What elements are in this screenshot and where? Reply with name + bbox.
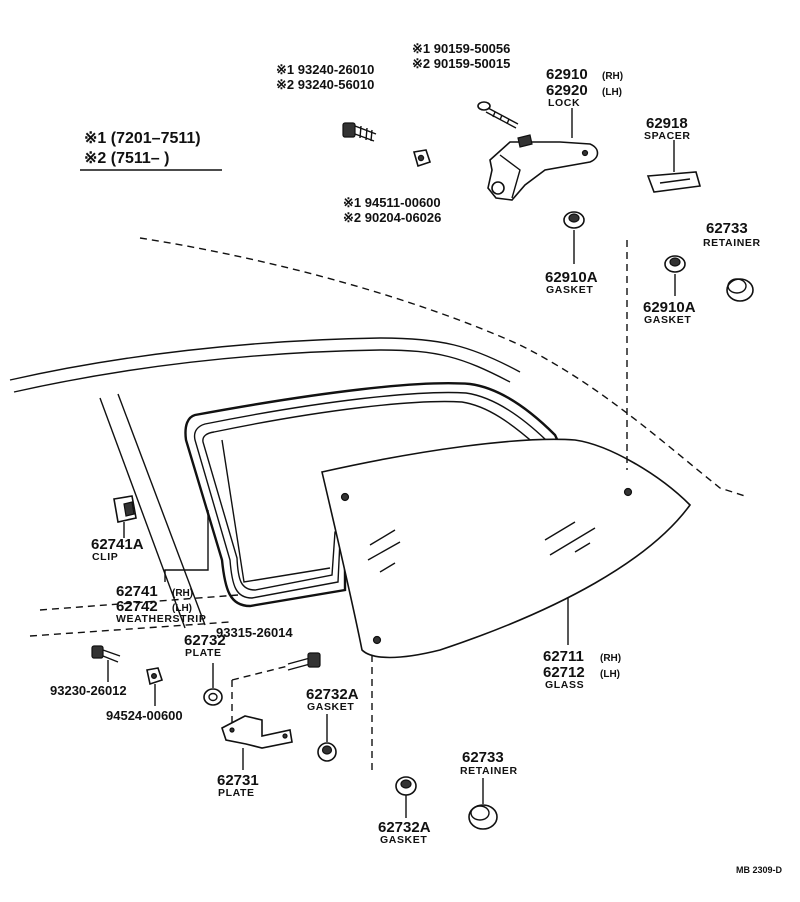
screw-93315 (287, 652, 321, 671)
label-weather-lh-suffix: (LH) (172, 603, 192, 614)
label-ref-code: MB 2309-D (736, 865, 783, 875)
nut-94524 (146, 667, 164, 686)
label-clip-caption: CLIP (92, 551, 118, 563)
bolt-93240 (342, 122, 377, 142)
label-weather-caption: WEATHERSTRIP (116, 613, 206, 625)
leader-lines (107, 108, 676, 818)
plate-62732 (203, 688, 223, 706)
label-gasket-bottom-pn: 62732A (378, 819, 431, 836)
label-retainer-bottom-pn: 62733 (462, 749, 504, 766)
label-bolt-a-1: ※1 93240-26010 (276, 62, 374, 77)
label-glass-lh-suffix: (LH) (600, 669, 620, 680)
retainer-top (726, 278, 754, 302)
clip (113, 495, 137, 523)
label-plate-bottom-pn: 62731 (217, 772, 259, 789)
label-nut-c-1: ※1 94511-00600 (343, 195, 441, 210)
label-plate-top-pn: 62732 (184, 632, 226, 649)
label-retainer-top-pn: 62733 (706, 220, 748, 237)
gasket-bottom (395, 776, 417, 796)
label-screw-f: 93315-26014 (216, 625, 293, 640)
label-gasket-mid-caption: GASKET (307, 701, 354, 713)
label-lock-rh: 62910 (546, 66, 588, 83)
lower-axis-line (231, 665, 289, 726)
body-outline (9, 237, 746, 637)
label-lock-lh-suffix: (LH) (602, 87, 622, 98)
label-bolt-a-2: ※2 93240-56010 (276, 77, 374, 92)
label-nut-c-2: ※2 90204-06026 (343, 210, 441, 225)
label-screw-b-2: ※2 90159-50015 (412, 56, 510, 71)
weatherstrip-frame (184, 382, 564, 608)
label-lock-rh-suffix: (RH) (602, 71, 623, 82)
label-glass-caption: GLASS (545, 679, 584, 691)
label-nut-e: 94524-00600 (106, 708, 183, 723)
label-retainer-top-caption: RETAINER (703, 237, 761, 249)
label-weather-lh: 62742 (116, 598, 158, 615)
label-weather-rh: 62741 (116, 583, 158, 600)
label-spacer-pn: 62918 (646, 115, 688, 132)
label-glass-rh-suffix: (RH) (600, 653, 621, 664)
screw-90159 (477, 101, 519, 129)
label-plate-bottom-caption: PLATE (218, 787, 255, 799)
label-bolt-d: 93230-26012 (50, 683, 127, 698)
gasket-top-b (664, 255, 686, 273)
label-gasket-top-a-pn: 62910A (545, 269, 598, 286)
label-gasket-mid-pn: 62732A (306, 686, 359, 703)
bolt-93230 (91, 645, 121, 663)
quarter-glass (321, 438, 692, 659)
label-gasket-top-b-caption: GASKET (644, 314, 691, 326)
label-glass-lh: 62712 (543, 664, 585, 681)
label-clip-pn: 62741A (91, 536, 144, 553)
label-plate-top-caption: PLATE (185, 647, 222, 659)
label-gasket-top-b-pn: 62910A (643, 299, 696, 316)
plate-62731 (221, 715, 293, 749)
label-lock-lh: 62920 (546, 82, 588, 99)
label-spacer-caption: SPACER (644, 130, 691, 142)
spacer (646, 171, 702, 193)
label-lock-caption: LOCK (548, 97, 580, 109)
lock-assembly (487, 134, 599, 201)
label-screw-b-1: ※1 90159-50056 (412, 41, 510, 56)
note-line-2: ※2 (7511– ) (84, 150, 169, 167)
retainer-bottom (468, 804, 498, 830)
label-glass-rh: 62711 (543, 648, 584, 665)
label-weather-rh-suffix: (RH) (172, 588, 193, 599)
label-gasket-top-a-caption: GASKET (546, 284, 593, 296)
gasket-top-a (563, 211, 585, 229)
label-retainer-bottom-caption: RETAINER (460, 765, 518, 777)
label-gasket-bottom-caption: GASKET (380, 834, 427, 846)
gasket-mid (317, 742, 337, 762)
nut-94511 (412, 149, 432, 168)
note-line-1: ※1 (7201–7511) (84, 130, 201, 147)
